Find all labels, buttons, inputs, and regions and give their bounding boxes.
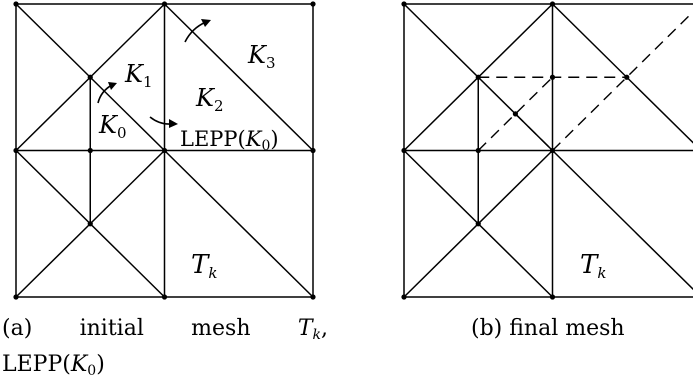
label-k1: K1 bbox=[124, 60, 152, 91]
mesh-figure: K3 K1 K2 K0 LEPP(K0) Tk Tk bbox=[0, 0, 693, 300]
caption-a-prefix: (a) bbox=[2, 314, 32, 350]
caption-a-word2: mesh bbox=[191, 314, 250, 350]
caption-b: (b) final mesh bbox=[471, 314, 625, 343]
panel-b-mesh bbox=[404, 4, 693, 297]
label-lepp: LEPP(K0) bbox=[180, 127, 279, 154]
label-tk-a: Tk bbox=[191, 250, 217, 282]
caption-a-line1: (a) initial mesh Tk, bbox=[2, 314, 328, 350]
caption-a-line2: LEPP(K0) bbox=[2, 350, 328, 386]
caption-a: (a) initial mesh Tk, LEPP(K0) bbox=[2, 314, 328, 386]
caption-a-tk: Tk, bbox=[298, 314, 328, 350]
label-k0: K0 bbox=[98, 111, 126, 142]
label-k3: K3 bbox=[247, 41, 275, 72]
label-tk-b: Tk bbox=[580, 250, 606, 282]
panel-b-refinement-edges bbox=[478, 4, 693, 151]
label-k2: K2 bbox=[195, 84, 223, 115]
caption-a-word1: initial bbox=[80, 314, 144, 350]
